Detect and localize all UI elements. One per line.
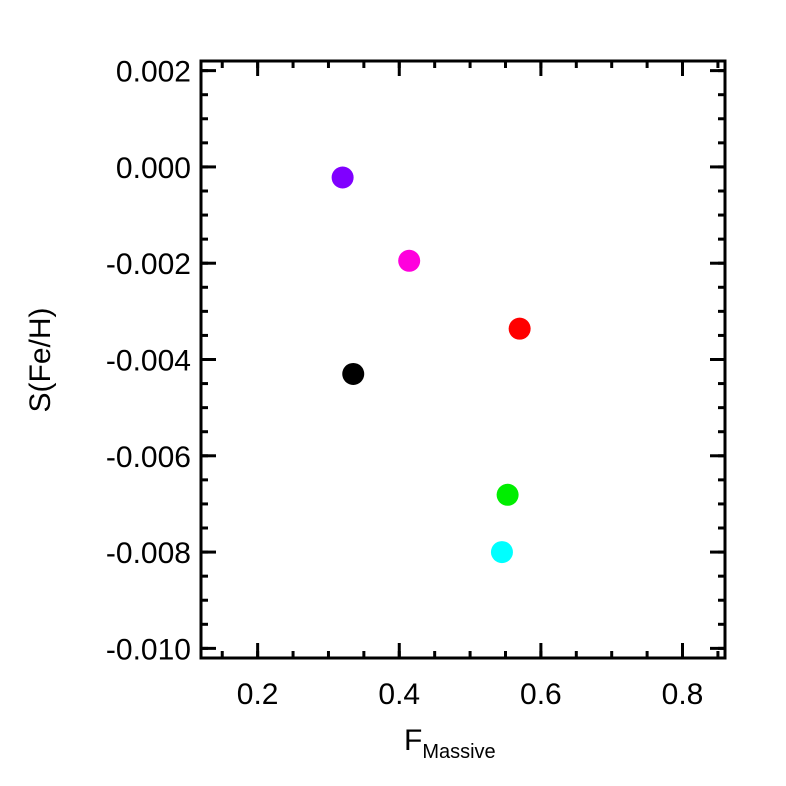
y-tick-labels: 0.002 0.000 -0.002 -0.004 -0.006 -0.008 -0.010	[106, 56, 191, 667]
y-tick-label: -0.006	[106, 441, 191, 474]
data-point	[398, 249, 421, 272]
data-point	[496, 483, 519, 506]
data-point	[342, 362, 365, 385]
axis-ticks	[201, 61, 725, 658]
data-point	[508, 317, 531, 340]
y-tick-label: 0.002	[116, 56, 191, 89]
x-tick-label: 0.2	[237, 678, 279, 711]
data-point	[331, 166, 354, 189]
y-tick-label: -0.004	[106, 345, 191, 378]
x-tick-label: 0.6	[520, 678, 562, 711]
y-axis-label: S(Fe/H)	[24, 308, 57, 413]
y-tick-label: -0.002	[106, 248, 191, 281]
x-axis-label: FMassive	[404, 724, 496, 763]
data-point	[490, 541, 513, 564]
plot-frame	[199, 59, 727, 660]
y-tick-label: -0.008	[106, 537, 191, 570]
data-points	[331, 166, 531, 564]
y-tick-label: 0.000	[116, 152, 191, 185]
x-tick-label: 0.8	[662, 678, 704, 711]
y-tick-label: -0.010	[106, 633, 191, 666]
x-axis-label-subscript: Massive	[422, 741, 495, 763]
x-tick-labels: 0.2 0.4 0.6 0.8	[237, 678, 704, 711]
x-tick-label: 0.4	[378, 678, 420, 711]
